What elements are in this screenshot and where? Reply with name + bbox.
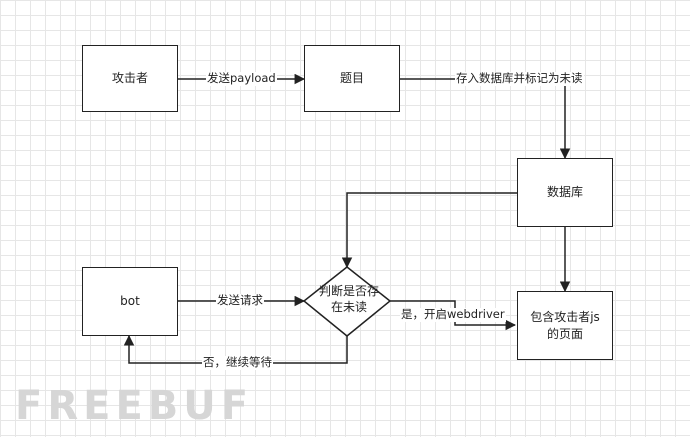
decision-label-line2: 在未读 bbox=[330, 299, 367, 314]
database-box: 数据库 bbox=[517, 158, 613, 227]
decision-label: 判断是否存 在未读 bbox=[308, 284, 390, 315]
edge-label-no-keep-waiting: 否，继续等待 bbox=[202, 355, 273, 370]
topic-label: 题目 bbox=[339, 71, 364, 86]
edge-label-yes-open-webdriver: 是，开启webdriver bbox=[400, 307, 506, 322]
database-label: 数据库 bbox=[546, 185, 583, 200]
bot-box: bot bbox=[82, 267, 178, 336]
attacker-box: 攻击者 bbox=[82, 45, 178, 112]
freebuf-watermark: FREEBUF bbox=[15, 383, 254, 429]
edge-label-send-payload: 发送payload bbox=[206, 71, 277, 86]
edge-label-store-mark-unread: 存入数据库并标记为未读 bbox=[455, 71, 584, 86]
edge-database-to-decision bbox=[341, 192, 517, 269]
edge-topic-to-database bbox=[400, 78, 571, 160]
attacker-label: 攻击者 bbox=[111, 71, 148, 86]
page-box: 包含攻击者js 的页面 bbox=[517, 291, 613, 360]
decision-label-line1: 判断是否存 bbox=[318, 284, 379, 298]
topic-box: 题目 bbox=[304, 45, 400, 112]
edge-label-send-request: 发送请求 bbox=[216, 293, 264, 308]
decision-diamond bbox=[302, 266, 392, 337]
page-label-line1: 包含攻击者js bbox=[530, 310, 600, 325]
page-label-line2: 的页面 bbox=[546, 326, 583, 341]
bot-label: bot bbox=[120, 294, 140, 309]
